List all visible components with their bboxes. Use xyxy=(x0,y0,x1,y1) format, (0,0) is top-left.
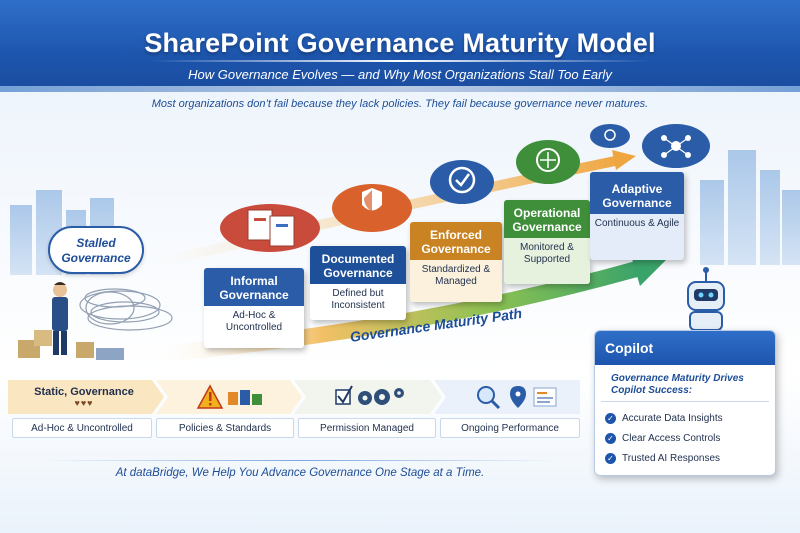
upper-arrow-head xyxy=(612,150,636,170)
copilot-title: Copilot xyxy=(595,331,775,365)
copilot-item-label: Trusted AI Responses xyxy=(622,452,721,464)
stage-operational: Operational Governance Monitored & Suppo… xyxy=(504,200,590,284)
page-subtitle: How Governance Evolves — and Why Most Or… xyxy=(188,67,612,82)
bottom-label-permission: Permission Managed xyxy=(298,418,436,438)
documents-icon xyxy=(220,204,320,252)
stage-adaptive: Adaptive Governance Continuous & Agile xyxy=(590,172,684,260)
stage-desc: Standardized & Managed xyxy=(421,264,491,287)
copilot-subtitle: Governance Maturity Drives Copilot Succe… xyxy=(601,365,769,402)
copilot-item: ✓ Trusted AI Responses xyxy=(595,448,775,468)
intro-text: Most organizations don’t fail because th… xyxy=(151,98,649,110)
static-dots: ♥♥♥ xyxy=(74,398,94,408)
bottom-label-performance: Ongoing Performance xyxy=(440,418,580,438)
stage-title: Enforced Governance xyxy=(410,222,502,260)
static-governance-title: Static, Governance xyxy=(34,386,134,398)
stage-documented: Documented Governance Defined but Incons… xyxy=(310,246,406,320)
stage-title: Documented Governance xyxy=(310,246,406,284)
check-circle-icon: ✓ xyxy=(605,432,616,444)
check-circle-icon: ✓ xyxy=(605,412,616,424)
title-divider xyxy=(150,60,650,62)
city-right xyxy=(700,150,800,265)
check-circle-icon: ✓ xyxy=(605,452,616,464)
chevron-static xyxy=(8,380,164,414)
stage-title: Operational Governance xyxy=(504,200,590,238)
stage-desc: Ad-Hoc & Uncontrolled xyxy=(225,310,283,333)
stage-title: Informal Governance xyxy=(204,268,304,306)
person-figure xyxy=(52,282,68,355)
magnifier-icon xyxy=(477,386,501,410)
stacked-boxes xyxy=(18,330,124,360)
copilot-item-label: Accurate Data Insights xyxy=(622,412,723,424)
stage-title: Adaptive Governance xyxy=(590,172,684,214)
copilot-panel: Copilot Governance Maturity Drives Copil… xyxy=(594,330,776,476)
network-icon xyxy=(642,124,710,168)
copilot-item: ✓ Accurate Data Insights xyxy=(595,408,775,428)
footer-divider xyxy=(40,460,560,461)
gears-icon xyxy=(358,388,404,405)
warning-icon xyxy=(196,384,224,409)
small-cloud-icon xyxy=(590,124,630,148)
stage-desc: Monitored & Supported xyxy=(520,242,574,265)
stage-informal: Informal Governance Ad-Hoc & Uncontrolle… xyxy=(204,268,304,348)
stalled-governance-bubble: Stalled Governance xyxy=(48,226,144,274)
tangle-scribble xyxy=(79,288,173,331)
bottom-step-static: Static, Governance ♥♥♥ xyxy=(14,380,154,414)
bottom-label-adhoc: Ad-Hoc & Uncontrolled xyxy=(12,418,152,438)
report-icon xyxy=(533,387,557,407)
checkbox-icon xyxy=(335,385,353,405)
chevron-performance xyxy=(434,380,580,414)
stage-enforced: Enforced Governance Standardized & Manag… xyxy=(410,222,502,302)
maturity-path-arrow-head xyxy=(630,252,668,286)
office-docs-icon xyxy=(228,390,262,405)
bottom-label-policies: Policies & Standards xyxy=(156,418,294,438)
footer-text: At dataBridge, We Help You Advance Gover… xyxy=(115,467,485,479)
brain-icon xyxy=(516,140,580,184)
copilot-item: ✓ Clear Access Controls xyxy=(595,428,775,448)
location-pin-icon xyxy=(510,386,526,408)
checkmark-icon xyxy=(430,160,494,204)
shield-icon xyxy=(332,184,412,232)
header-banner xyxy=(0,0,800,92)
stage-desc: Defined but Inconsistent xyxy=(331,288,385,311)
robot-icon xyxy=(687,267,725,331)
stage-desc: Continuous & Agile xyxy=(594,218,680,229)
page-title: SharePoint Governance Maturity Model xyxy=(144,28,656,58)
copilot-item-label: Clear Access Controls xyxy=(622,432,721,444)
